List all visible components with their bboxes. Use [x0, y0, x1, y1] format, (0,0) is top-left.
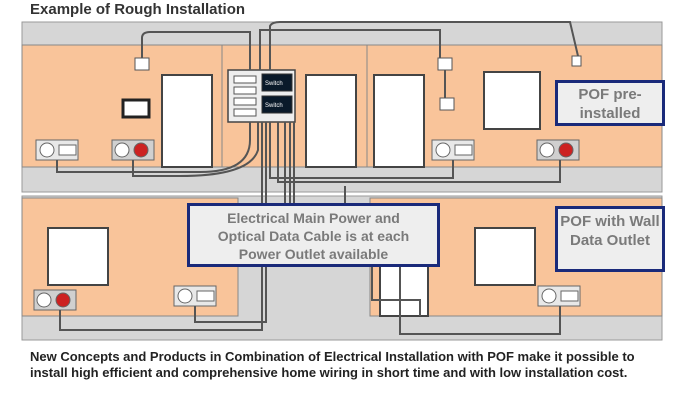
junction-box — [571, 55, 582, 67]
window — [47, 227, 109, 286]
breaker — [233, 97, 257, 106]
power-data-outlet — [173, 285, 217, 307]
power-outlet-red — [111, 139, 155, 161]
callout-text: POF pre- installed — [578, 86, 642, 122]
power-data-outlet — [537, 285, 581, 307]
breaker — [233, 108, 257, 117]
network-switch — [261, 95, 293, 114]
network-switch — [261, 73, 293, 92]
power-data-outlet — [35, 139, 79, 161]
door — [373, 74, 425, 168]
callout-pof-wall-outlet: POF with Wall Data Outlet — [555, 206, 665, 272]
breaker — [233, 75, 257, 84]
switch-label: Switch — [265, 103, 283, 109]
window — [474, 227, 536, 286]
junction-box — [437, 57, 453, 71]
callout-text: POF with Wall Data Outlet — [560, 213, 660, 249]
callout-text: Electrical Main Power and Optical Data C… — [217, 210, 410, 262]
junction-box — [439, 97, 455, 111]
switch-label: Switch — [265, 81, 283, 87]
window — [483, 71, 541, 130]
wall-panel — [121, 98, 151, 119]
power-data-outlet — [431, 139, 475, 161]
diagram-title: Example of Rough Installation — [30, 1, 246, 18]
door — [161, 74, 213, 168]
callout-main-power: Electrical Main Power and Optical Data C… — [187, 203, 440, 267]
breaker — [233, 86, 257, 95]
door — [305, 74, 357, 168]
junction-box — [134, 57, 150, 71]
power-outlet-red — [33, 289, 77, 311]
caption: New Concepts and Products in Combination… — [30, 349, 635, 380]
power-outlet-red — [536, 139, 580, 161]
callout-pof-preinstalled: POF pre- installed — [555, 80, 665, 126]
